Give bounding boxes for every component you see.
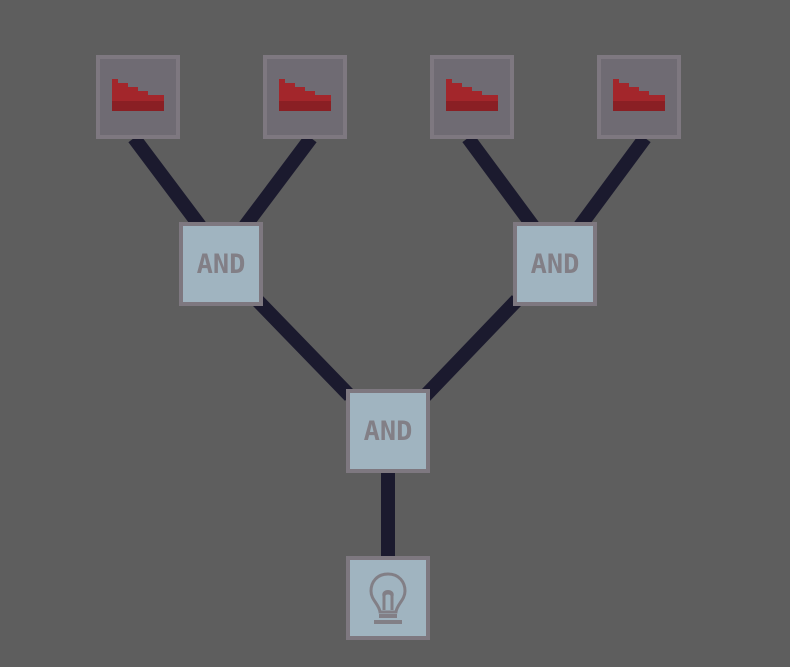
wire-input1-gate1 [128, 133, 206, 231]
input-switch-3[interactable] [430, 55, 514, 139]
and-gate-3[interactable]: AND [346, 389, 430, 473]
input-switch-4[interactable] [597, 55, 681, 139]
switch-off-icon [613, 79, 665, 111]
gate-label: AND [196, 248, 246, 280]
wire-input3-gate2 [462, 133, 539, 231]
lightbulb-icon [369, 572, 407, 624]
input-switch-2[interactable] [263, 55, 347, 139]
and-gate-2[interactable]: AND [513, 222, 597, 306]
gate-label: AND [530, 248, 580, 280]
switch-off-icon [446, 79, 498, 111]
switch-off-icon [112, 79, 164, 111]
wire-input4-gate2 [574, 133, 651, 231]
and-gate-1[interactable]: AND [179, 222, 263, 306]
input-switch-1[interactable] [96, 55, 180, 139]
output-lightbulb [346, 556, 430, 640]
wire-gate1-gate3 [251, 295, 356, 401]
wire-input2-gate1 [239, 133, 317, 231]
switch-off-icon [279, 79, 331, 111]
gate-label: AND [363, 415, 413, 447]
wire-gate2-gate3 [419, 295, 523, 401]
